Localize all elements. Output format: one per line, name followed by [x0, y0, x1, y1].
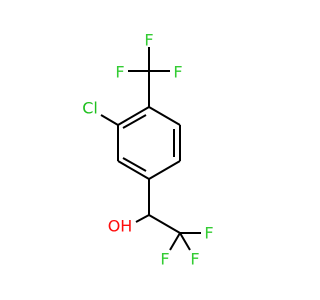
atom-cl: Cl: [82, 99, 98, 118]
bonds: [100, 47, 201, 251]
bond-ring-cl: [100, 114, 119, 126]
bond-cf3b-f-bottom-right: [179, 232, 191, 251]
bond-choh-oh: [135, 214, 150, 223]
atom-f-bottom-right: F: [190, 250, 199, 269]
atom-f-lower-right: F: [204, 224, 213, 243]
atom-oh: OH: [108, 217, 133, 236]
ring-bond-4: [148, 160, 181, 180]
ring-bond-1: [117, 106, 150, 126]
atom-f-top: F: [144, 31, 153, 50]
structure-svg: F F F Cl OH F F F: [82, 31, 213, 269]
atom-f-bottom-left: F: [160, 250, 169, 269]
ring-bond-1-inner: [122, 114, 147, 129]
atom-f-left: F: [115, 63, 124, 82]
molecule-diagram: F F F Cl OH F F F: [82, 31, 213, 269]
bond-choh-cf3: [148, 214, 181, 234]
ring-bond-3-inner: [122, 157, 147, 172]
atom-f-right: F: [173, 63, 182, 82]
bond-cf3b-f-bottom-left: [169, 232, 181, 251]
ring-bond-6: [148, 106, 181, 126]
atom-labels: F F F Cl OH F F F: [82, 31, 213, 269]
ring-bond-3: [117, 160, 150, 180]
